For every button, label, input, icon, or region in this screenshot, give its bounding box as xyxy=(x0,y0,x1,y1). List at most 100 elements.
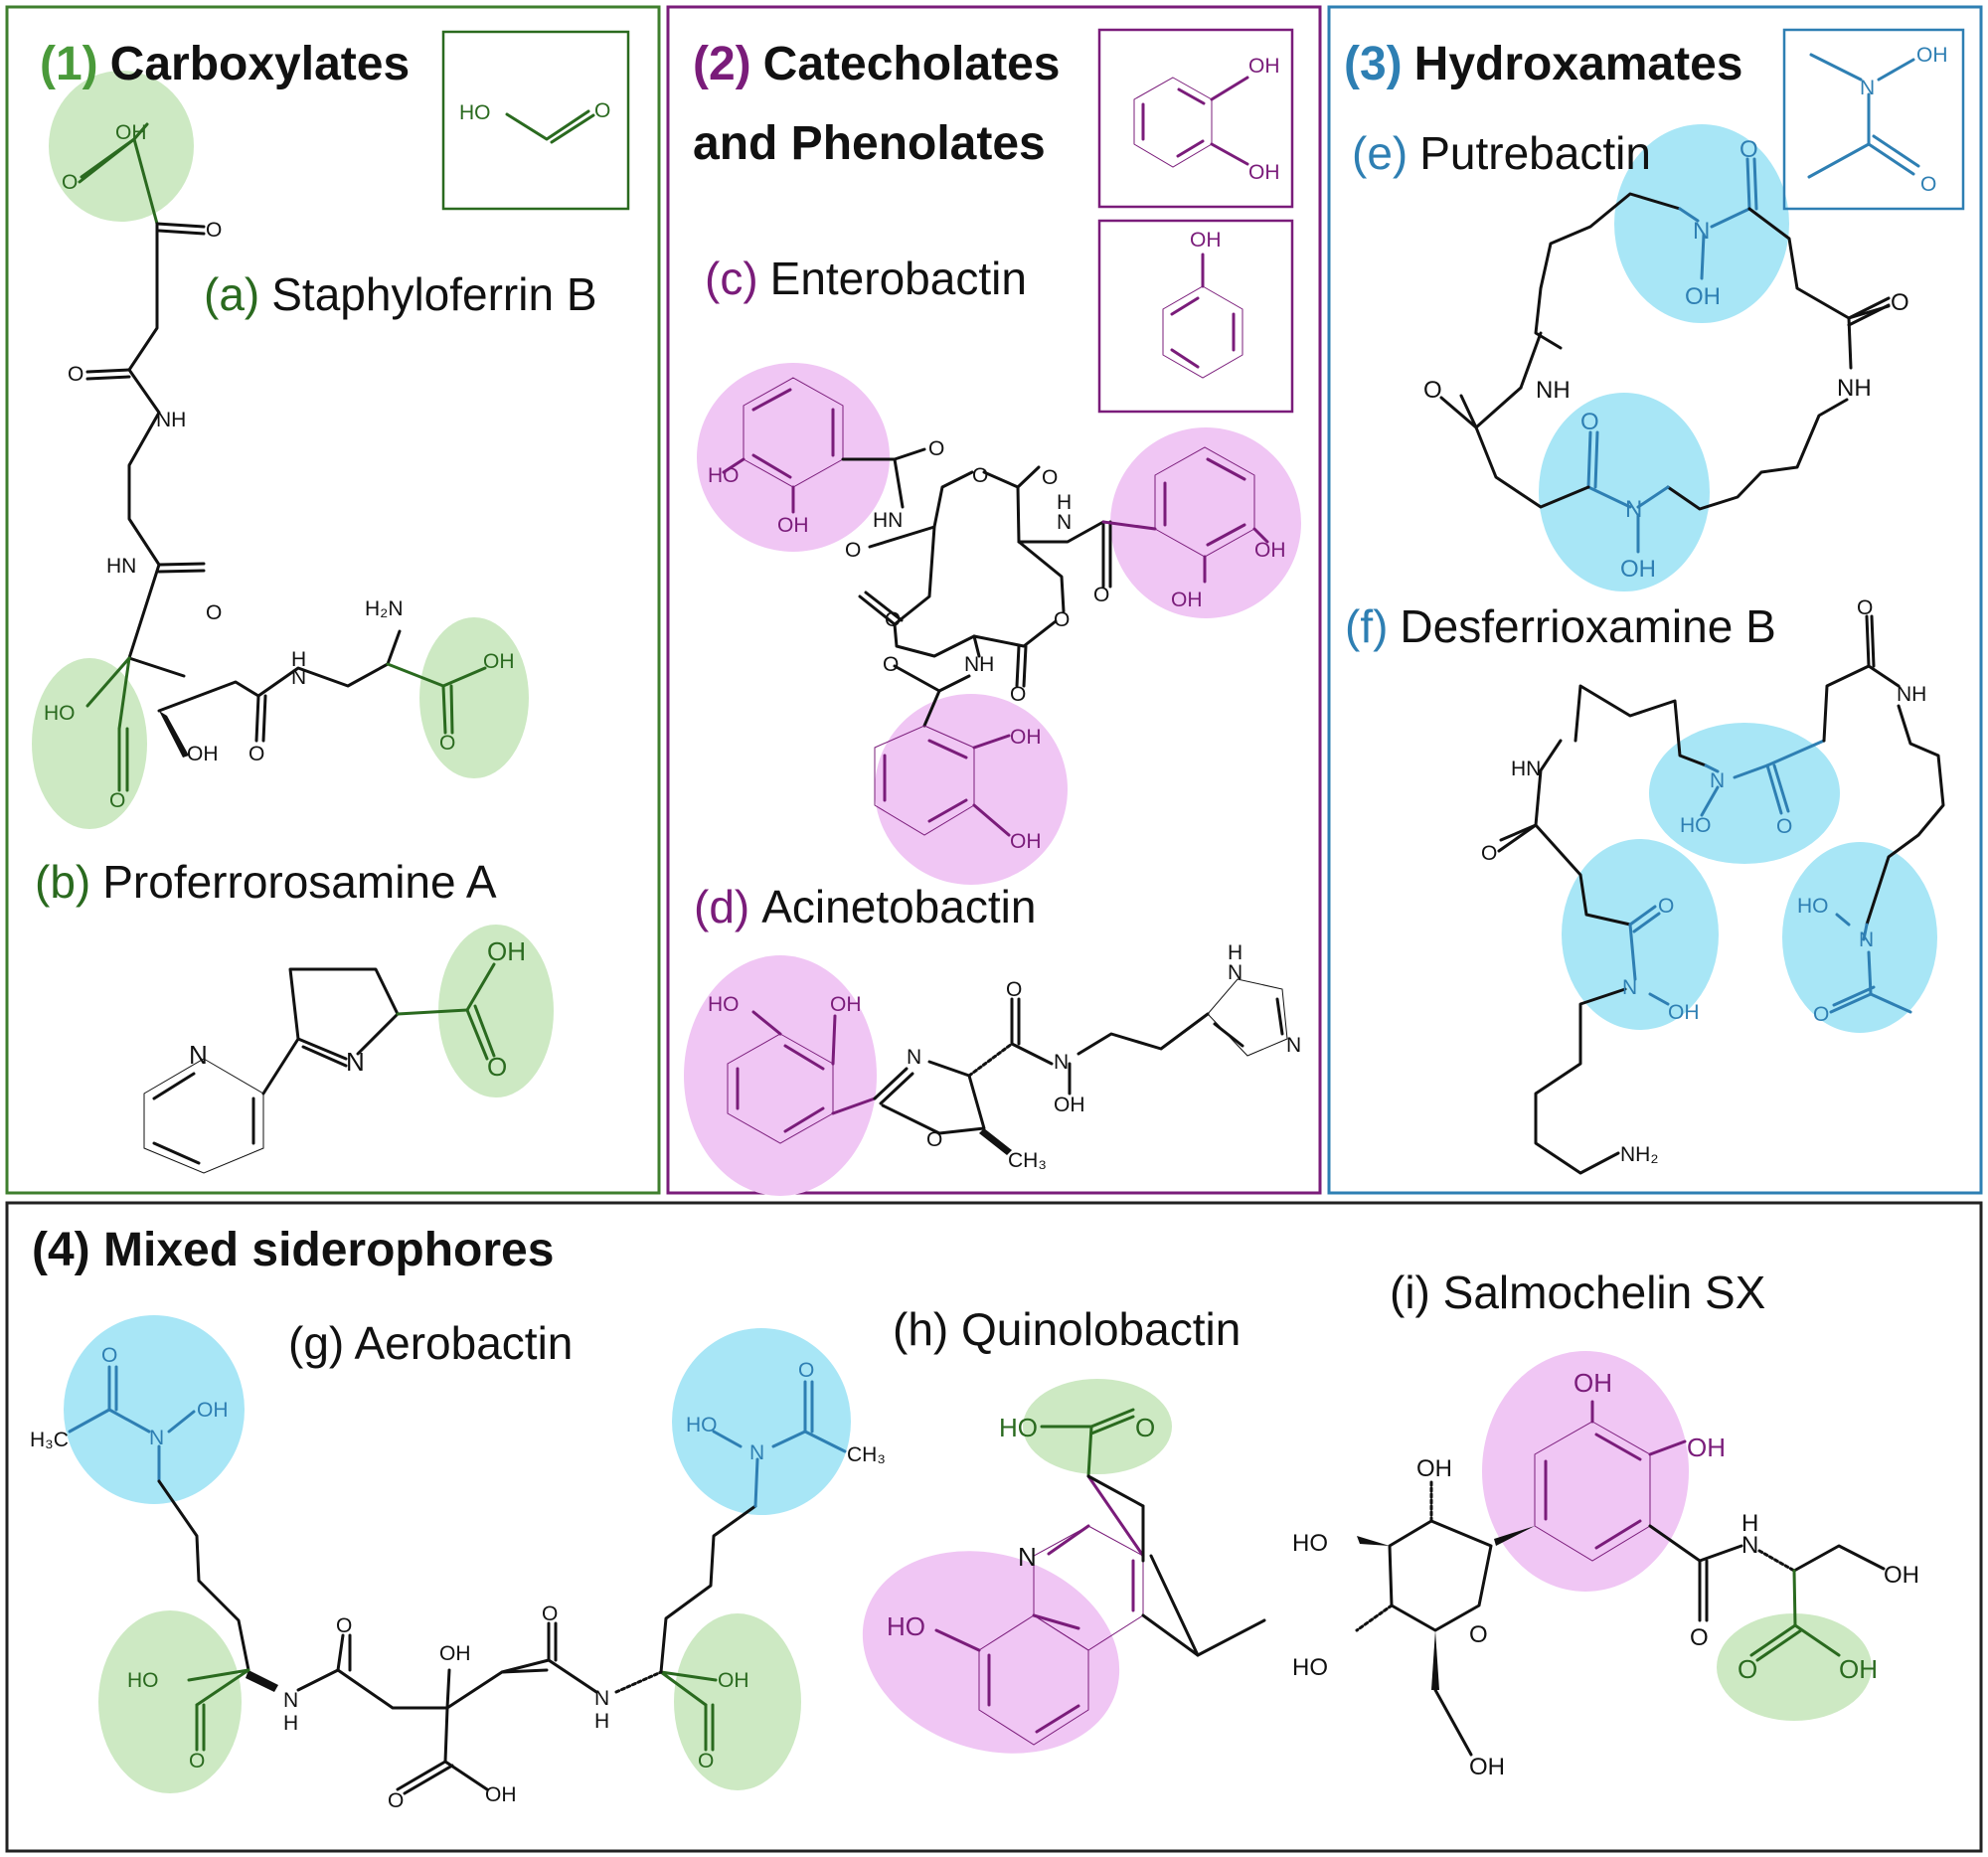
bond xyxy=(972,619,1058,648)
oh-bond xyxy=(1210,142,1249,166)
atom-label: N xyxy=(907,1046,921,1069)
motif-bond xyxy=(505,109,590,141)
atom-label: OH xyxy=(1839,1654,1878,1684)
bond xyxy=(1433,1688,1473,1757)
bond xyxy=(1847,303,1891,327)
wedge-bond xyxy=(979,1128,1012,1155)
atom-label: OH xyxy=(1416,1455,1452,1482)
bond xyxy=(187,1668,250,1682)
bond xyxy=(127,563,186,678)
atom-label: H₃C xyxy=(30,1429,69,1451)
bond xyxy=(1077,1012,1210,1056)
bond xyxy=(336,1668,549,1710)
highlight-a-left-cooh xyxy=(32,658,147,829)
bond xyxy=(1086,1474,1145,1558)
bond xyxy=(1574,684,1708,767)
highlight-c-right-catechol xyxy=(1110,427,1301,618)
bond xyxy=(1593,430,1599,489)
atom-label: OH xyxy=(1916,44,1948,67)
compound-a-letter: (a) xyxy=(204,268,259,320)
ring-double-bond xyxy=(1177,87,1206,105)
atom-label: O xyxy=(972,464,988,487)
atom-label: N xyxy=(1054,1051,1069,1074)
atom-label: N xyxy=(1228,961,1242,984)
atom-label: OH xyxy=(1010,726,1042,749)
bond xyxy=(167,1410,196,1434)
atom-label: OH xyxy=(1668,1001,1700,1024)
bond xyxy=(1586,485,1632,509)
motif-box-frame xyxy=(1782,28,1965,211)
panel-mixed-frame xyxy=(5,1201,1983,1853)
atom-label: H xyxy=(283,1712,298,1735)
compound-c-letter: (c) xyxy=(705,253,758,304)
bond xyxy=(1594,1519,1642,1550)
bond xyxy=(296,1633,345,1692)
atom-label: O xyxy=(883,653,899,676)
bond xyxy=(1747,207,1891,320)
bond xyxy=(1089,1408,1135,1429)
compound-f-name: Desferrioxamine B xyxy=(1400,600,1775,652)
bond xyxy=(893,525,976,658)
bond xyxy=(1700,785,1720,817)
atom-label: OH xyxy=(1469,1754,1505,1780)
atom-label: O xyxy=(1093,584,1109,606)
bond xyxy=(80,137,136,179)
atom-label: H xyxy=(291,648,306,671)
bond xyxy=(1586,430,1592,489)
bond xyxy=(982,465,1041,489)
bond xyxy=(157,1479,250,1672)
sugar-ring xyxy=(1388,1519,1493,1632)
bond xyxy=(1534,192,1682,350)
bond xyxy=(1765,763,1783,815)
compound-g-label: (g) Aerobactin xyxy=(288,1317,573,1369)
bond xyxy=(1648,992,1670,1006)
bond xyxy=(1015,644,1021,688)
atom-label: OH xyxy=(1574,1368,1612,1398)
oh-bond xyxy=(1210,76,1249,101)
atom-label: N xyxy=(594,1687,609,1710)
compound-b-name: Proferrorosamine A xyxy=(102,856,497,908)
atom-label: O xyxy=(68,363,83,386)
atom-label: HO xyxy=(1797,895,1829,918)
atom-label: O xyxy=(845,539,861,562)
highlight-b-cooh xyxy=(438,925,554,1097)
bond xyxy=(195,1668,250,1707)
compound-e-name: Putrebactin xyxy=(1419,127,1651,179)
bond xyxy=(1022,644,1028,688)
compound-a-label: (a)Staphyloferrin B xyxy=(204,268,597,320)
benzene-ring xyxy=(1133,77,1213,168)
methyl-bond xyxy=(1809,53,1863,82)
compound-f-label: (f)Desferrioxamine B xyxy=(1345,600,1776,652)
bond xyxy=(500,1658,551,1674)
atom-label: N xyxy=(1057,511,1072,534)
bond xyxy=(261,967,400,1096)
bond xyxy=(893,447,926,461)
hash-bond xyxy=(614,1670,663,1694)
atom-label: O xyxy=(1740,136,1758,163)
bond xyxy=(1252,527,1269,544)
bond xyxy=(254,694,260,743)
bond xyxy=(1086,1425,1093,1478)
bond xyxy=(659,1504,757,1674)
bond xyxy=(1017,520,1105,544)
atom-label: N xyxy=(189,1040,208,1070)
atom-label: N xyxy=(749,1441,764,1464)
bond xyxy=(127,368,161,567)
atom-label: O xyxy=(1776,815,1792,838)
atom-label: N xyxy=(1693,218,1710,245)
compound-d-name: Acinetobactin xyxy=(761,881,1036,932)
bond xyxy=(751,388,792,412)
bond xyxy=(1089,1415,1135,1435)
bond xyxy=(441,684,447,735)
bond xyxy=(386,662,445,688)
wedge-bond xyxy=(246,1670,278,1692)
atom-label: NH xyxy=(1897,683,1926,706)
carboxylic-acid-motif-box: HO O xyxy=(441,30,630,211)
compound-b-letter: (b) xyxy=(35,856,90,908)
atom-label: NH xyxy=(1536,377,1571,404)
bond xyxy=(1867,664,1901,688)
motif-box-frame xyxy=(1097,219,1294,414)
pink-highlights xyxy=(684,363,1689,1754)
atom-label: NH₂ xyxy=(1620,1143,1658,1166)
ring-double-bond xyxy=(1170,348,1200,369)
